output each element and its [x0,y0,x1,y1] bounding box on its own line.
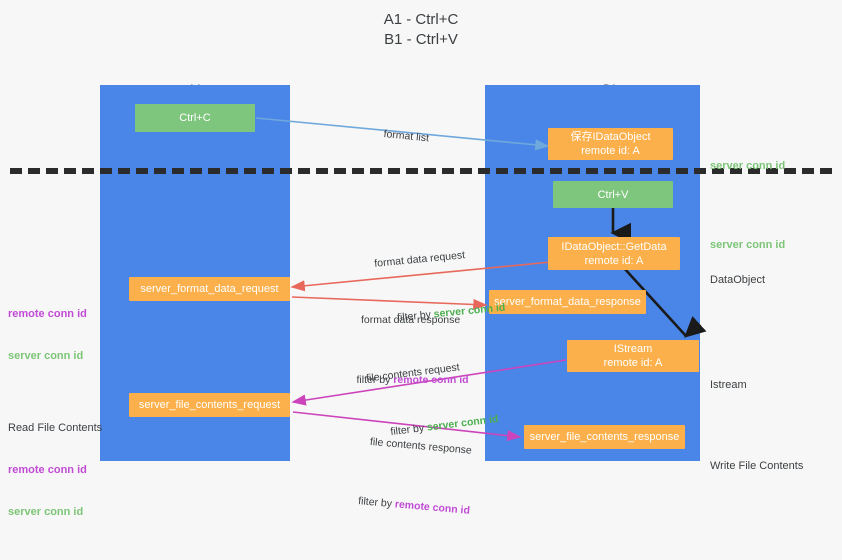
filter-key-remote-conn-id: remote conn id [394,498,471,517]
node-server-file-contents-request[interactable]: server_file_contents_request [129,393,290,417]
node-save-idataobject[interactable]: 保存IDataObject remote id: A [548,128,673,160]
left-label-read-file-contents: Read File Contents [8,422,103,434]
node-server-format-data-response-label: server_format_data_response [494,296,641,308]
left-label-server-conn-id-bottom: server conn id [8,506,84,518]
left-label-remote-conn-id: remote conn id [8,308,87,320]
right-label-dataobject: DataObject [710,245,765,315]
annotation-format-list-text: format list [383,128,430,145]
node-idataobject-getdata-label: IDataObject::GetData [561,240,667,253]
left-label-read-file-contents-group: Read File Contents remote conn id server… [8,393,102,547]
right-label-server-conn-id-second-text: server conn id [710,239,786,251]
left-label-server-conn-id: server conn id [8,350,84,362]
node-server-format-data-response[interactable]: server_format_data_response [489,290,646,314]
node-ctrl-c[interactable]: Ctrl+C [135,104,255,132]
right-label-server-conn-id-second: server conn id [710,210,785,280]
annotation-format-data-request-title: format data request [373,249,466,270]
annotation-file-contents-response: file contents response filter by remote … [358,407,478,560]
node-server-file-contents-request-label: server_file_contents_request [138,399,281,411]
node-idataobject-getdata[interactable]: IDataObject::GetData remote id: A [548,237,680,270]
filter-prefix: filter by [357,495,396,511]
node-idataobject-getdata-sublabel: remote id: A [584,254,644,267]
node-save-idataobject-sublabel: remote id: A [581,145,640,157]
node-save-idataobject-label: 保存IDataObject [570,131,651,143]
node-ctrl-c-label: Ctrl+C [179,112,211,124]
node-server-file-contents-response-label: server_file_contents_response [529,431,680,443]
node-istream-label: IStream [613,343,653,355]
left-label-conn-ids-mid: remote conn id server conn id [8,279,87,391]
node-server-format-data-request-label: server_format_data_request [140,283,279,295]
right-label-dataobject-text: DataObject [710,274,766,286]
node-istream-sublabel: remote id: A [603,357,663,369]
page-title: A1 - Ctrl+C B1 - Ctrl+V [383,11,459,48]
left-label-remote-conn-id-bottom: remote conn id [8,464,87,476]
right-label-istream: Istream [710,350,747,420]
phase-divider [10,168,832,174]
annotation-format-data-response-title: format data response [361,314,461,326]
node-server-file-contents-response[interactable]: server_file_contents_response [524,425,685,449]
diagram-canvas: A1 - Ctrl+C B1 - Ctrl+V A1 remote B1 con… [8,11,832,518]
node-ctrl-v[interactable]: Ctrl+V [553,181,673,208]
right-label-server-conn-id-top-text: server conn id [710,160,786,172]
node-istream[interactable]: IStream remote id: A [567,340,699,372]
right-label-write-file-contents: Write File Contents [710,431,803,501]
annotation-format-list: format list [370,112,431,159]
right-label-server-conn-id-top: server conn id [710,131,785,201]
right-label-write-file-contents-text: Write File Contents [710,460,804,472]
annotation-file-contents-request-title: file contents request [365,361,461,385]
right-label-istream-text: Istream [710,379,747,391]
node-server-format-data-request[interactable]: server_format_data_request [129,277,290,301]
annotation-file-contents-response-filter: filter by remote conn id [339,479,472,532]
annotation-file-contents-response-title: file contents response [369,435,473,457]
node-ctrl-v-label: Ctrl+V [597,188,629,201]
